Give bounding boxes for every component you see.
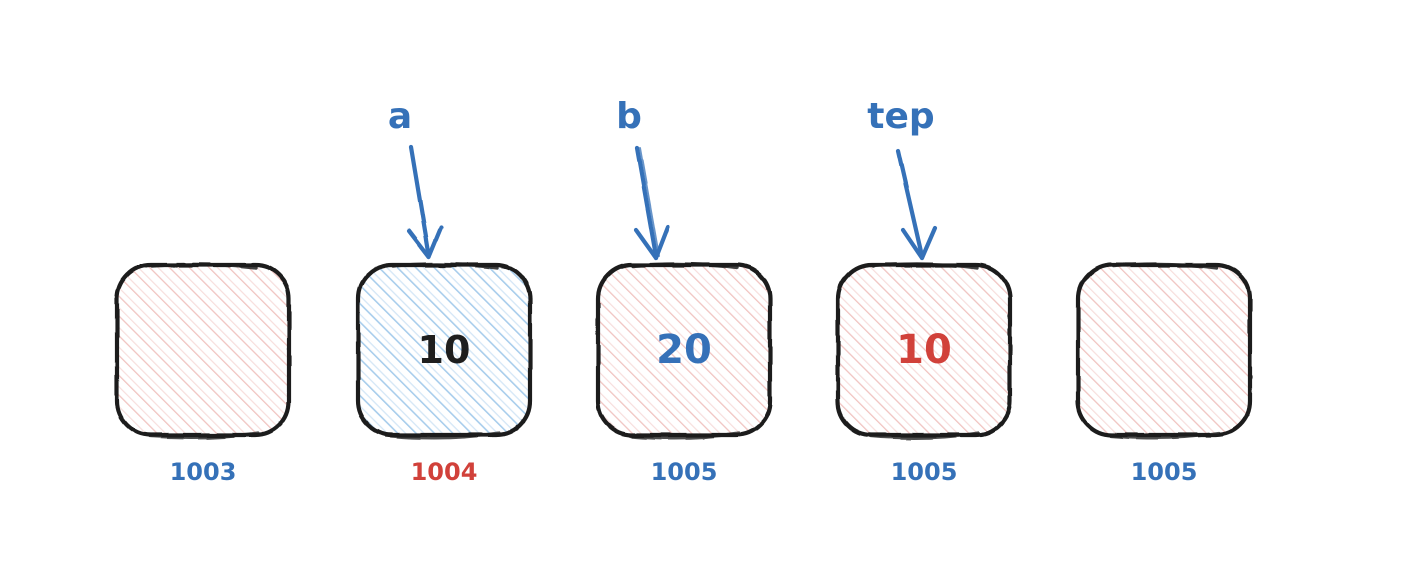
cell-value: 10 <box>418 328 471 372</box>
memory-cell-1005-a[interactable]: 20 1005 <box>595 262 773 486</box>
memory-cell-1005-c[interactable]: 1005 <box>1075 262 1253 486</box>
cell-address-label: 1003 <box>170 458 237 486</box>
pointer-a[interactable]: a <box>388 96 444 260</box>
cell-border-overstroke <box>871 262 979 270</box>
cell-fill <box>1078 265 1250 435</box>
pointer-b[interactable]: b <box>616 96 671 261</box>
pointer-tep[interactable]: tep <box>867 96 938 261</box>
pointer-b-label: b <box>616 96 642 137</box>
pointer-a-label: a <box>388 96 412 137</box>
memory-cell-1004[interactable]: 10 1004 <box>355 262 533 486</box>
memory-cell-1005-b[interactable]: 10 1005 <box>835 262 1013 486</box>
pointer-tep-arrow <box>895 148 938 261</box>
pointer-a-arrow <box>406 144 444 260</box>
cell-border-overstroke-bottom <box>389 431 501 440</box>
cell-border-overstroke-bottom <box>629 431 741 440</box>
pointer-b-arrow <box>633 145 671 261</box>
pointer-tep-label: tep <box>867 96 934 137</box>
cell-fill <box>358 265 530 435</box>
cell-fill <box>117 265 289 435</box>
cell-border-overstroke-bottom <box>1109 431 1221 440</box>
cell-border-overstroke-bottom <box>148 431 260 440</box>
cell-address-label: 1005 <box>651 458 718 486</box>
memory-cell-1003[interactable]: 1003 <box>114 262 292 486</box>
cell-fill <box>838 265 1010 435</box>
cell-border-overstroke <box>1111 262 1219 270</box>
cell-border-overstroke-bottom <box>869 431 981 440</box>
cell-border-overstroke <box>391 262 499 270</box>
cell-address-label: 1005 <box>891 458 958 486</box>
cell-address-label: 1005 <box>1131 458 1198 486</box>
cell-fill <box>598 265 770 435</box>
cell-border-overstroke <box>631 262 739 270</box>
cell-address-label: 1004 <box>411 458 478 486</box>
cell-value: 20 <box>656 327 712 373</box>
cell-value: 10 <box>896 327 952 373</box>
cell-border-overstroke <box>150 262 258 270</box>
